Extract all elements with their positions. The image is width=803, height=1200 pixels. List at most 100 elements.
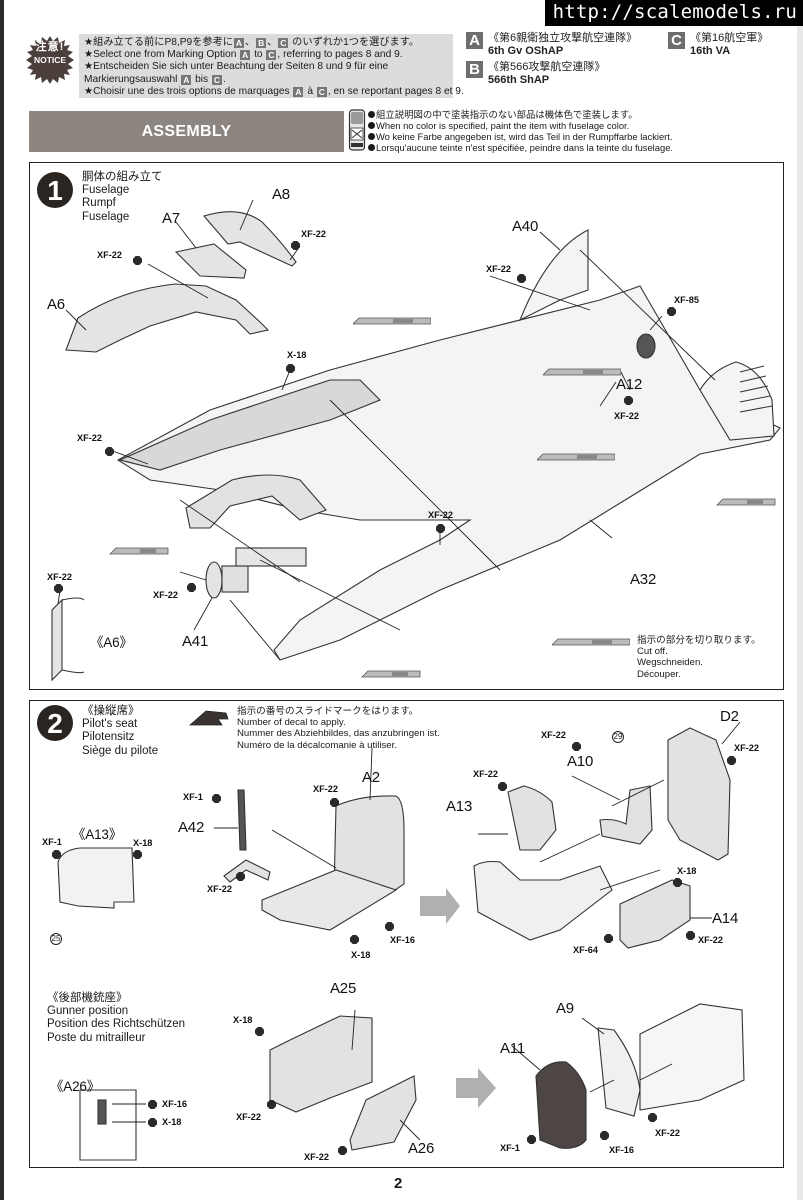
part-label-a41: A41 <box>182 633 209 650</box>
paint-callout: XF-22 <box>486 264 512 274</box>
decal-note-de: Nummer des Abziehbildes, das anzubringen… <box>237 728 440 740</box>
knife-cut-icon <box>361 670 421 678</box>
paint-dot-icon <box>133 850 142 859</box>
page-edge <box>0 0 4 1200</box>
marking-options: A 《第6親衛独立攻撃航空連隊》6th Gv OShAP B 《第566攻撃航空… <box>466 32 768 98</box>
part-label-a10: A10 <box>567 753 594 770</box>
part-label-a14: A14 <box>712 910 739 927</box>
paint-callout: XF-22 <box>207 884 233 894</box>
paint-dot-icon <box>686 931 695 940</box>
page-number: 2 <box>394 1175 403 1192</box>
cut-note-en: Cut off. <box>637 646 668 658</box>
paint-dot-icon <box>727 756 736 765</box>
text: ★Entscheiden Sie sich unter Beachtung de… <box>84 61 389 85</box>
paint-callout: XF-85 <box>674 295 700 305</box>
paint-dot-icon <box>105 447 114 456</box>
part-label-a25: A25 <box>330 980 357 997</box>
cut-note-de: Wegschneiden. <box>637 657 703 669</box>
text: . <box>223 73 226 85</box>
paint-dot-icon <box>436 524 445 533</box>
title-jp: 《操縦席》 <box>82 705 140 717</box>
paint-callout: XF-16 <box>390 935 416 945</box>
paint-dot-icon <box>648 1113 657 1122</box>
paint-dot-icon <box>133 256 142 265</box>
paint-dot-icon <box>330 798 339 807</box>
decal-note-jp: 指示の番号のスライドマークをはります。 <box>237 706 419 717</box>
paint-note-fr: Lorsqu'aucune teinte n'est spécifiée, pe… <box>376 142 674 154</box>
text: ★Choisir une des trois options de marqua… <box>84 85 290 97</box>
marking-letter-a: A <box>466 32 483 49</box>
title-en: Gunner position <box>47 1005 129 1018</box>
paint-dot-icon <box>187 583 196 592</box>
option-a-badge: A <box>240 50 251 61</box>
bullet-icon <box>368 111 375 118</box>
bullet-icon <box>368 144 375 152</box>
paint-dot-icon <box>667 307 676 316</box>
bullet-icon <box>368 133 375 141</box>
cut-note-jp: 指示の部分を切り取ります。 <box>637 635 761 646</box>
paint-dot-icon <box>604 934 613 943</box>
cut-off-note: 指示の部分を切り取ります。 Cut off. Wegschneiden. Déc… <box>637 635 761 680</box>
title-de: Rumpf <box>82 197 116 210</box>
paint-callout: XF-22 <box>304 1152 330 1162</box>
step-1-title: 胴体の組み立て Fuselage Rumpf Fuselage <box>82 171 163 224</box>
part-label-a8: A8 <box>272 186 290 203</box>
paint-callout: XF-1 <box>42 837 62 847</box>
option-a-badge: A <box>233 38 244 48</box>
title-jp: 胴体の組み立て <box>82 171 163 183</box>
paint-callout: XF-22 <box>473 769 499 779</box>
part-label-a40: A40 <box>512 218 539 235</box>
step-1-frame <box>29 162 784 690</box>
notice-line-fr: ★Choisir une des trois options de marqua… <box>84 85 464 98</box>
paint-dot-icon <box>673 878 682 887</box>
page-edge-right <box>797 0 803 1200</box>
marking-name-jp: 《第6親衛独立攻撃航空連隊》 <box>488 32 638 44</box>
part-label-a11: A11 <box>500 1040 525 1057</box>
text: ★組み立てる前にP8,P9を参考に <box>84 37 233 48</box>
decal-number-29: 29 <box>612 731 624 743</box>
text: 、 <box>267 37 278 48</box>
part-label-a32: A32 <box>630 571 657 588</box>
paint-callout: XF-22 <box>301 229 327 239</box>
part-label-a7: A7 <box>162 210 180 227</box>
paint-callout: X-18 <box>133 838 153 848</box>
paint-can-icon <box>348 109 366 151</box>
paint-dot-icon <box>350 935 359 944</box>
title-fr: Fuselage <box>82 210 130 223</box>
title-jp: 《後部機銃座》 <box>47 992 128 1004</box>
paint-dot-icon <box>286 364 295 373</box>
paint-dot-icon <box>385 922 394 931</box>
knife-cut-icon <box>537 453 615 461</box>
part-detail-a26: 《A26》 <box>50 1079 101 1094</box>
paint-callout: XF-22 <box>428 510 454 520</box>
paint-callout: X-18 <box>233 1015 253 1025</box>
option-a-badge: A <box>181 74 192 85</box>
knife-cut-icon <box>353 317 431 325</box>
paint-callout: XF-22 <box>77 433 103 443</box>
step-2-number: 2 <box>37 705 73 741</box>
option-c-badge: C <box>266 50 277 61</box>
bullet-icon <box>368 122 375 130</box>
notice-badge-jp: 注意! <box>35 41 65 53</box>
option-b-badge: B <box>256 38 267 48</box>
part-detail-a6: 《A6》 <box>90 635 133 650</box>
watermark-url[interactable]: http://scalemodels.ru <box>544 0 803 26</box>
text: ★Select one from Marking Option <box>84 49 237 61</box>
paint-callout: XF-22 <box>236 1112 262 1122</box>
paint-dot-icon <box>236 872 245 881</box>
text: bis <box>195 73 209 85</box>
paint-dot-icon <box>498 782 507 791</box>
marking-name-en: 16th VA <box>690 45 731 57</box>
marking-letter-b: B <box>466 61 483 78</box>
paint-dot-icon <box>148 1100 157 1109</box>
paint-dot-icon <box>624 396 633 405</box>
paint-callout: XF-1 <box>500 1143 520 1153</box>
paint-callout: X-18 <box>677 866 697 876</box>
title-en: Pilot's seat <box>82 718 138 731</box>
text: , referring to pages 8 and 9. <box>277 49 403 61</box>
title-fr: Poste du mitrailleur <box>47 1031 146 1044</box>
paint-callout: X-18 <box>351 950 371 960</box>
paint-note-en: When no color is specified, paint the it… <box>376 120 630 132</box>
paint-callout: XF-1 <box>183 792 203 802</box>
